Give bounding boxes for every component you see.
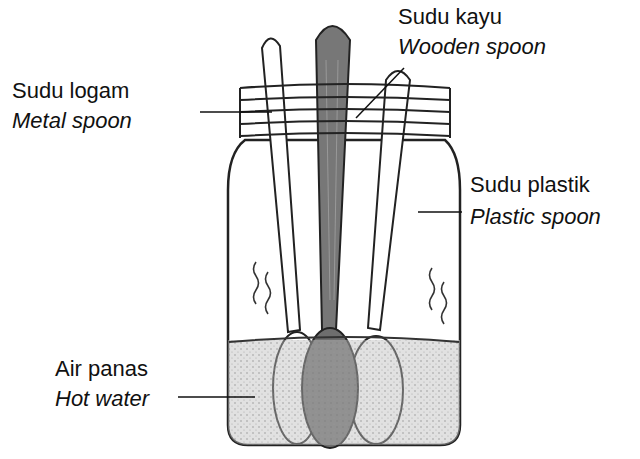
hot-water	[225, 340, 465, 450]
leader-lines	[178, 68, 462, 397]
malay-label: Sudu logam	[12, 78, 129, 104]
english-label: Wooden spoon	[398, 34, 546, 60]
english-label: Metal spoon	[12, 108, 132, 134]
malay-label: Sudu kayu	[398, 4, 502, 30]
malay-label: Air panas	[55, 356, 148, 382]
heat-waves	[254, 262, 447, 324]
english-label: Hot water	[55, 386, 149, 412]
water-surface	[229, 337, 459, 342]
english-label: Plastic spoon	[470, 204, 601, 230]
malay-label: Sudu plastik	[470, 172, 590, 198]
jar-neck	[240, 84, 450, 138]
